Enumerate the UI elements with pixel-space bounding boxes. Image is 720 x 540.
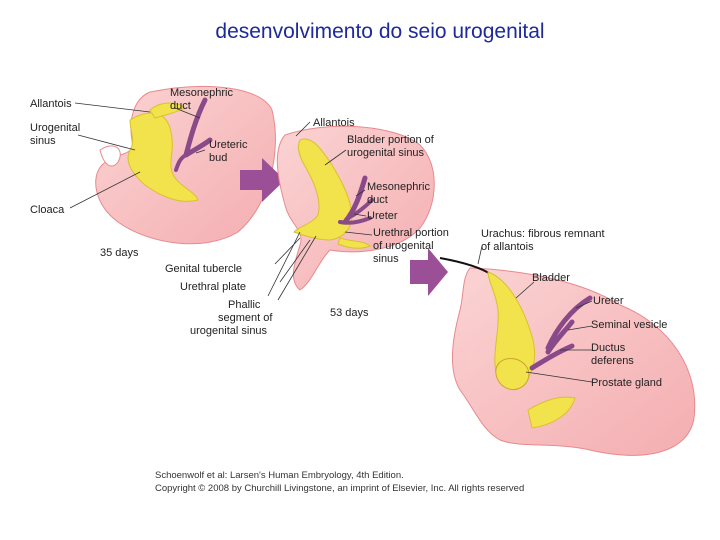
stage1-cloaca-epithelium: [127, 112, 199, 202]
page-title: desenvolvimento do seio urogenital: [215, 20, 545, 43]
stage3-urethra: [527, 396, 576, 429]
label-phallic-segment-c: urogenital sinus: [190, 325, 268, 337]
stage-35-days: Allantois Mesonephric duct Urogenital si…: [30, 85, 276, 259]
stage1-allantois: [149, 102, 186, 119]
label-urachus-b: of allantois: [481, 241, 534, 253]
label-allantois-1: Allantois: [30, 98, 72, 110]
credit-line-1: Schoenwolf et al: Larsen's Human Embryol…: [155, 470, 404, 481]
label-urethral-plate: Urethral plate: [180, 281, 246, 293]
label-urethral-portion-a: Urethral portion: [373, 227, 449, 239]
stage2-ureter: [346, 198, 374, 220]
label-mesonephric-duct-2a: Mesonephric: [367, 181, 430, 193]
label-mesonephric-duct-2b: duct: [367, 194, 388, 206]
stage3-seminal-vesicle: [545, 319, 575, 355]
stage3-tissue: [452, 267, 696, 456]
label-urethral-portion-c: sinus: [373, 253, 399, 265]
label-age-35-days: 35 days: [100, 247, 139, 259]
stage3-prostate: [495, 358, 530, 391]
stage3-ductus-deferens: [529, 343, 575, 371]
label-bladder-portion-a: Bladder portion of: [347, 134, 435, 146]
stage2-urethral-plate: [337, 237, 372, 249]
label-bladder: Bladder: [532, 272, 570, 284]
label-phallic-segment-b: segment of: [218, 312, 273, 324]
label-seminal-vesicle: Seminal vesicle: [591, 319, 667, 331]
label-age-53-days: 53 days: [330, 307, 369, 319]
stage1-mesonephric-duct: [183, 97, 208, 158]
label-genital-tubercle: Genital tubercle: [165, 263, 242, 275]
label-ureter-2: Ureter: [367, 210, 398, 222]
label-urachus-a: Urachus: fibrous remnant: [481, 228, 605, 240]
stage3-ureter: [545, 295, 593, 351]
progression-arrow-2: [410, 248, 448, 296]
stage2-duct-branch: [338, 216, 372, 225]
label-phallic-segment-a: Phallic: [228, 299, 261, 311]
label-ureteric-bud-a: Ureteric: [209, 139, 248, 151]
label-ureteric-bud-b: bud: [209, 152, 227, 164]
label-urethral-portion-b: of urogenital: [373, 240, 434, 252]
progression-arrow-1: [240, 158, 285, 202]
stage1-ureteric-bud: [183, 137, 213, 158]
label-prostate-gland: Prostate gland: [591, 377, 662, 389]
stage1-ureteric-bud-branch: [174, 153, 188, 172]
stage1-notch: [99, 145, 121, 167]
label-bladder-portion-b: urogenital sinus: [347, 147, 425, 159]
label-ureter-3: Ureter: [593, 295, 624, 307]
label-ductus-deferens-a: Ductus: [591, 342, 626, 354]
label-mesonephric-duct-1b: duct: [170, 100, 191, 112]
label-allantois-2: Allantois: [313, 117, 355, 129]
stage-53-days: Allantois Bladder portion of urogenital …: [165, 117, 449, 337]
label-ductus-deferens-b: deferens: [591, 355, 634, 367]
stage2-sinus-epithelium: [293, 138, 353, 241]
stage-final: Urachus: fibrous remnant of allantois Bl…: [439, 228, 696, 456]
label-urogenital-sinus-1a: Urogenital: [30, 122, 80, 134]
label-mesonephric-duct-1a: Mesonephric: [170, 87, 233, 99]
label-cloaca: Cloaca: [30, 204, 65, 216]
credit-line-2: Copyright © 2008 by Churchill Livingston…: [155, 483, 524, 494]
label-urogenital-sinus-1b: sinus: [30, 135, 56, 147]
